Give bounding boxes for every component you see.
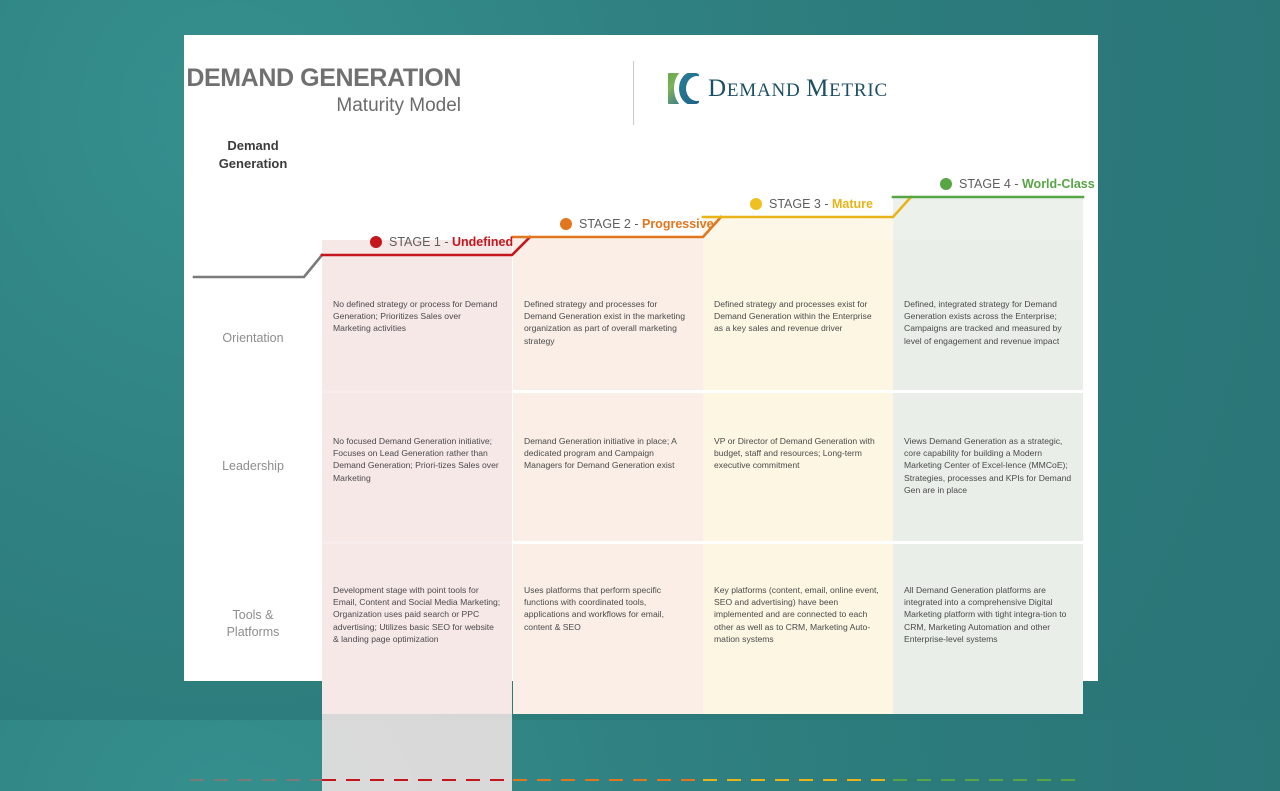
matrix-cell-text: Uses platforms that perform specific fun…	[524, 585, 664, 632]
stage-band-header	[513, 237, 703, 240]
row-label-column: Demand Generation Orientation Leadership…	[184, 138, 322, 681]
stage-legend-1[interactable]: STAGE 1 - Undefined	[370, 233, 513, 251]
matrix-cell: Key platforms (content, email, online ev…	[703, 584, 893, 645]
stage-band	[703, 544, 893, 714]
row-label-tools-platforms: Tools & Platforms	[226, 608, 280, 639]
stage-column-bands	[322, 145, 1086, 791]
row-label-leadership: Leadership	[222, 459, 284, 473]
matrix-cell: Demand Generation initiative in place; A…	[513, 435, 703, 472]
matrix-cell: Uses platforms that perform specific fun…	[513, 584, 703, 633]
stage-band	[893, 240, 1083, 390]
demand-metric-logo-icon	[668, 73, 699, 104]
brand-name: DEMAND METRIC	[708, 74, 888, 102]
stage-legend-text: STAGE 2 - Progressive	[579, 215, 714, 233]
stage-number: STAGE 4 -	[959, 177, 1022, 191]
footer-dashed-rule	[184, 779, 1098, 781]
header-divider	[633, 61, 634, 125]
matrix-cell: Development stage with point tools for E…	[322, 584, 512, 645]
maturity-matrix: Demand Generation Orientation Leadership…	[184, 138, 1098, 791]
matrix-cell-text: VP or Director of Demand Generation with…	[714, 436, 875, 471]
stage-legend-text: STAGE 4 - World-Class	[959, 175, 1095, 193]
stage-band	[513, 240, 703, 390]
stage-band-header	[703, 217, 893, 240]
title-block: DEMAND GENERATION Maturity Model	[186, 65, 461, 118]
stage-name: Mature	[831, 197, 873, 211]
stage-name: Progressive	[641, 217, 714, 231]
stage-number: STAGE 1 -	[389, 235, 452, 249]
matrix-cell-text: All Demand Generation platforms are inte…	[904, 585, 1067, 644]
matrix-cell-text: Demand Generation initiative in place; A…	[524, 436, 677, 471]
matrix-cell-text: No focused Demand Generation initiative;…	[333, 436, 499, 483]
stage-name: Undefined	[451, 235, 514, 249]
row-label-orientation: Orientation	[222, 331, 284, 345]
page-title: DEMAND GENERATION	[186, 64, 461, 92]
stage-dot-icon	[750, 198, 762, 210]
stage-dot-icon	[370, 236, 382, 248]
page-subtitle: Maturity Model	[336, 95, 461, 117]
stage-band	[703, 240, 893, 390]
stage-name: World-Class	[1021, 177, 1095, 191]
matrix-cell-text: Development stage with point tools for E…	[333, 585, 501, 644]
matrix-cell-text: Defined strategy and processes for Deman…	[524, 299, 685, 346]
stage-band	[703, 393, 893, 541]
matrix-cell: Defined strategy and processes for Deman…	[513, 298, 703, 347]
stage-band-header	[322, 255, 512, 791]
footer-dash-segment	[703, 779, 894, 781]
matrix-cell-text: Defined, integrated strategy for Demand …	[904, 299, 1062, 346]
slide-card: DEMAND GENERATION Maturity Model DEMAND …	[184, 35, 1098, 791]
stage-band	[513, 544, 703, 714]
matrix-cell-text: No defined strategy or process for Deman…	[333, 299, 498, 334]
matrix-cell: Views Demand Generation as a strategic, …	[893, 435, 1083, 496]
stage-legend-4[interactable]: STAGE 4 - World-Class	[940, 175, 1095, 193]
stage-number: STAGE 2 -	[579, 217, 642, 231]
stage-legend-text: STAGE 3 - Mature	[769, 195, 873, 213]
matrix-cell: No focused Demand Generation initiative;…	[322, 435, 512, 484]
slide-header: DEMAND GENERATION Maturity Model DEMAND …	[184, 35, 1098, 135]
stage-legend-3[interactable]: STAGE 3 - Mature	[750, 195, 873, 213]
footer-dash-segment	[322, 779, 513, 781]
brand-logo: DEMAND METRIC	[668, 73, 888, 104]
stage-legend-text: STAGE 1 - Undefined	[389, 233, 513, 251]
matrix-cell: Defined, integrated strategy for Demand …	[893, 298, 1083, 347]
matrix-cell: All Demand Generation platforms are inte…	[893, 584, 1083, 645]
footer-dash-segment	[190, 779, 322, 781]
matrix-cell-text: Views Demand Generation as a strategic, …	[904, 436, 1072, 495]
stage-legend-2[interactable]: STAGE 2 - Progressive	[560, 215, 714, 233]
matrix-cell: Defined strategy and processes exist for…	[703, 298, 893, 335]
stage-band-header	[893, 197, 1083, 240]
matrix-cell: VP or Director of Demand Generation with…	[703, 435, 893, 472]
footer-dash-segment	[893, 779, 1084, 781]
slide-canvas: DEMAND GENERATION Maturity Model DEMAND …	[184, 35, 1098, 791]
stage-dot-icon	[560, 218, 572, 230]
stage-band	[893, 393, 1083, 541]
matrix-cell-text: Defined strategy and processes exist for…	[714, 299, 872, 334]
stage-band	[513, 393, 703, 541]
row-label-demand-generation: Demand Generation	[218, 138, 288, 171]
matrix-cell-text: Key platforms (content, email, online ev…	[714, 585, 879, 644]
matrix-cell: No defined strategy or process for Deman…	[322, 298, 512, 335]
stage-number: STAGE 3 -	[769, 197, 832, 211]
stage-dot-icon	[940, 178, 952, 190]
stage-band	[893, 544, 1083, 714]
footer-dash-segment	[513, 779, 704, 781]
